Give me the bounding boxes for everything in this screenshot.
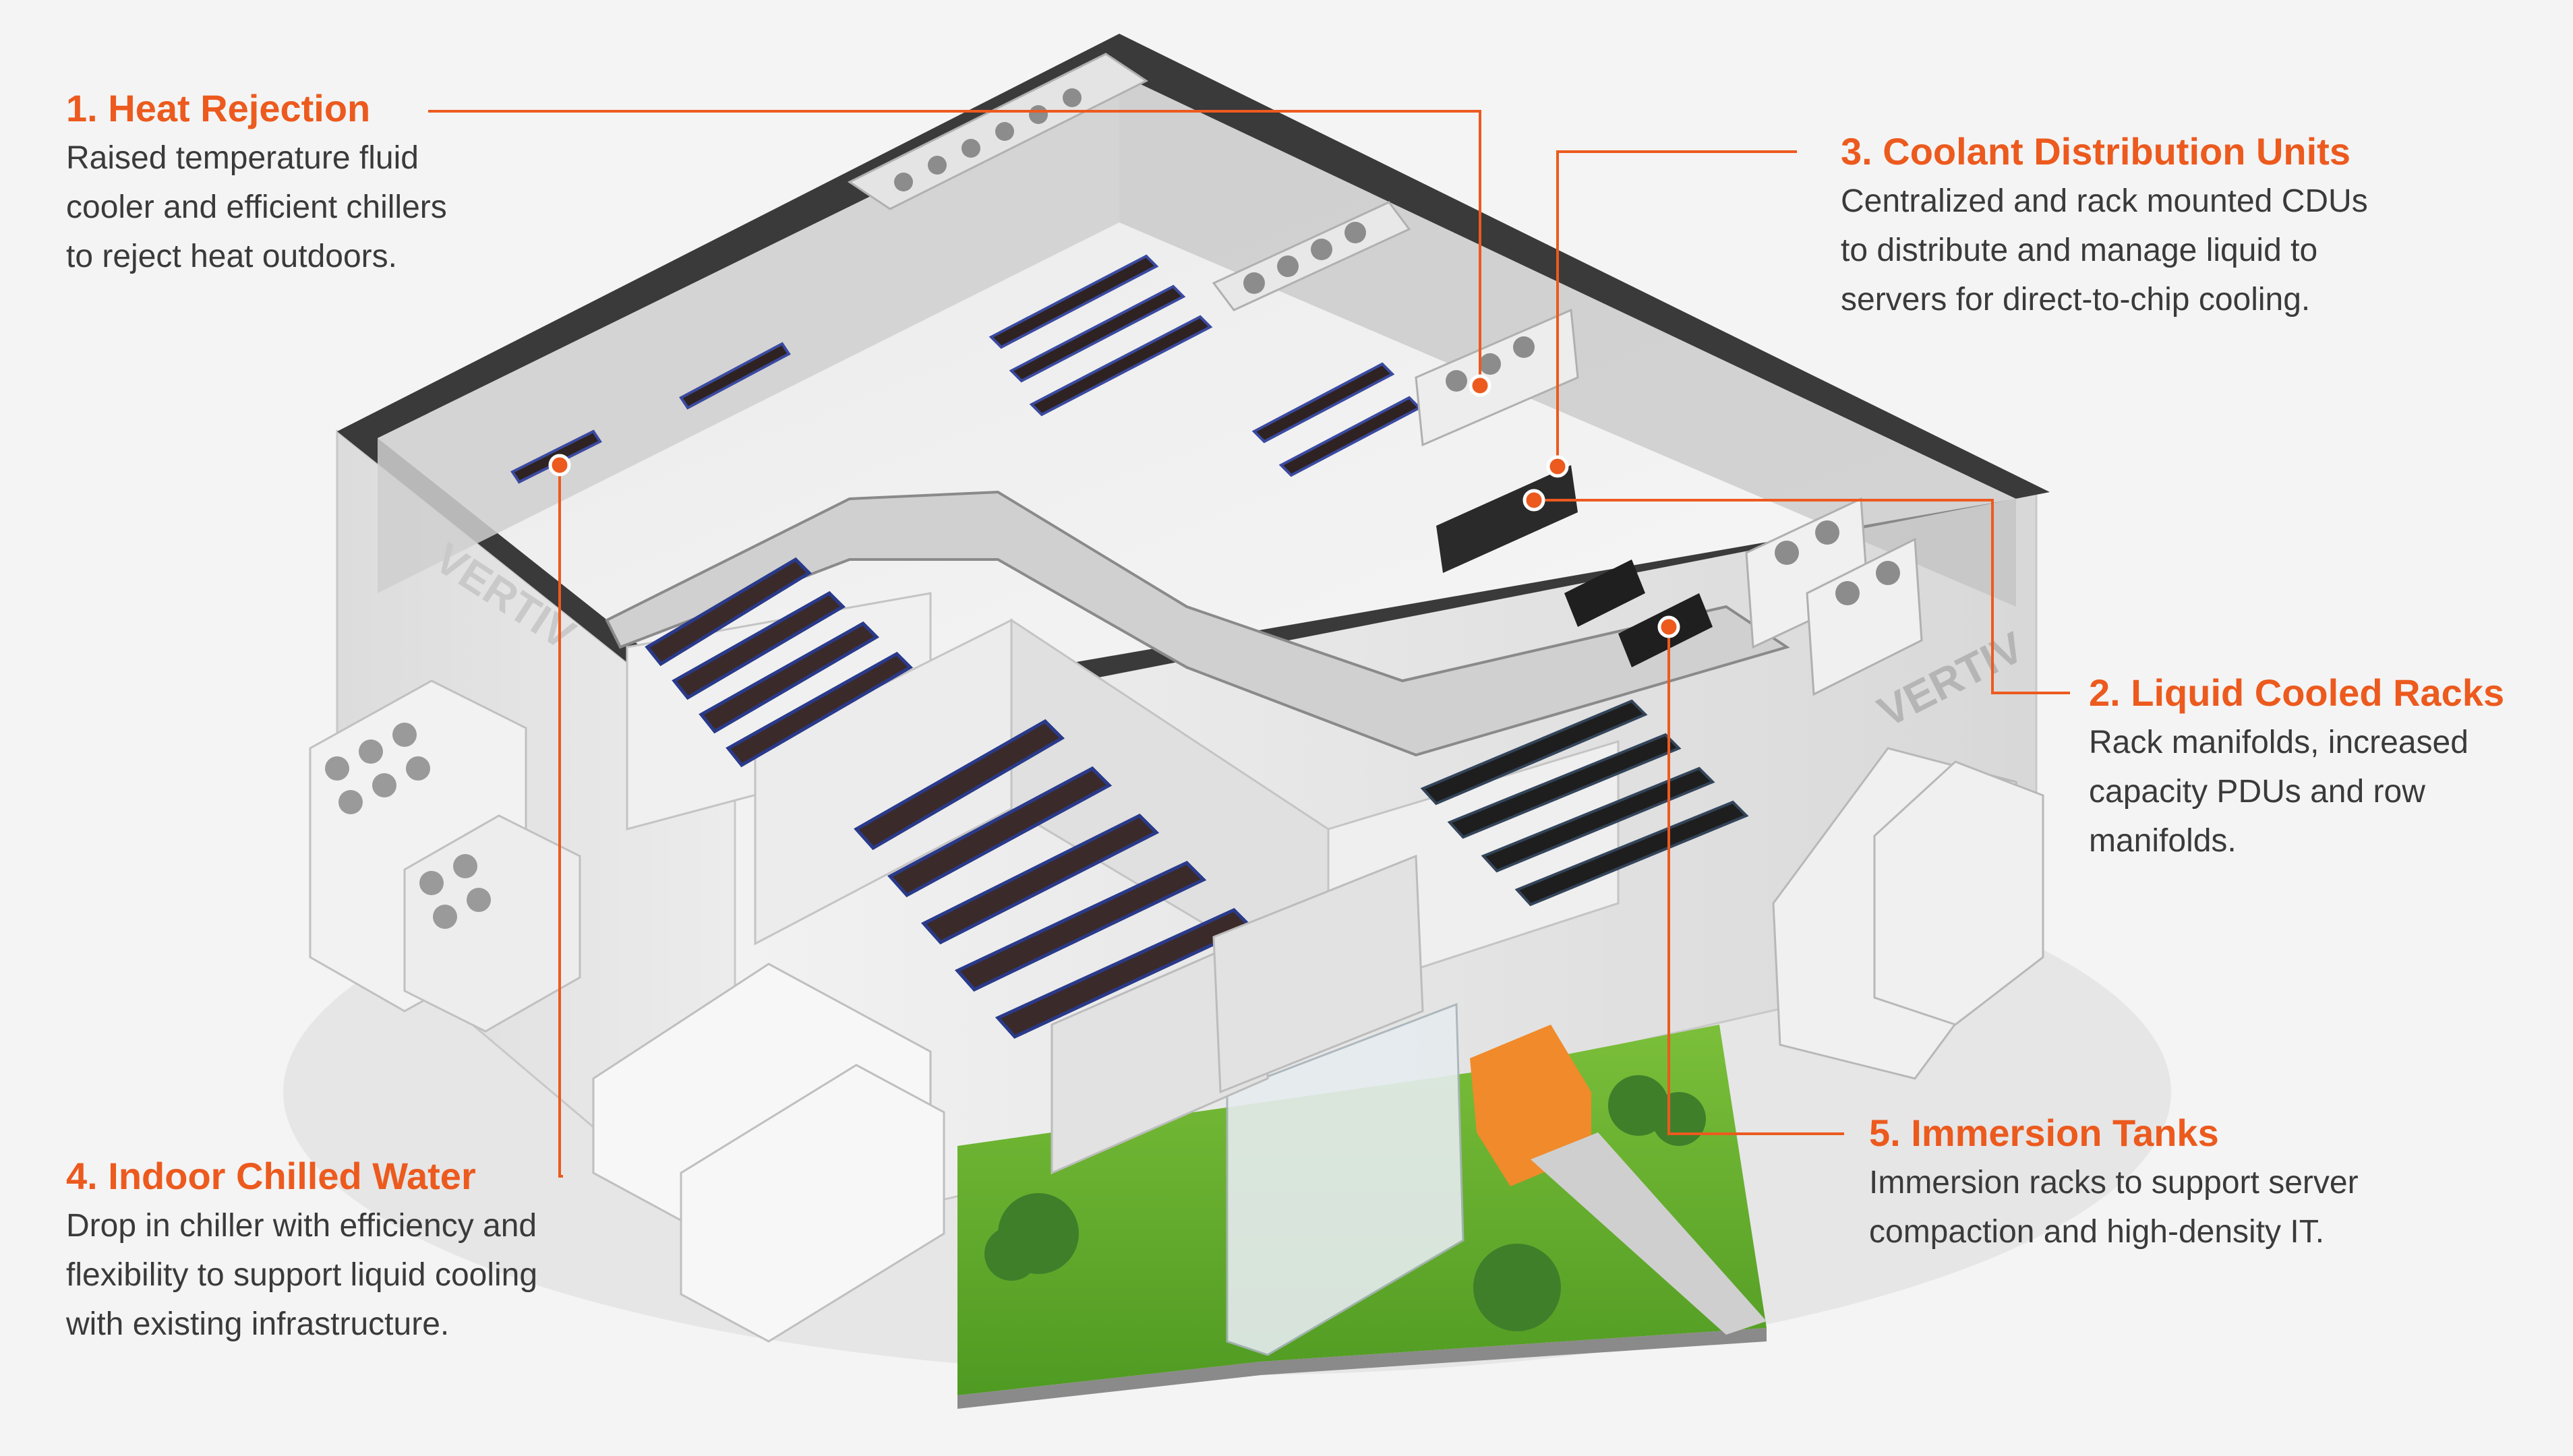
desc-line: to distribute and manage liquid to [1841,233,2318,268]
marker-immersion-tanks [1657,615,1680,638]
entrance-canopy [1470,1025,1591,1186]
desc-line: flexibility to support liquid cooling [66,1257,538,1293]
desc-line: Raised temperature fluid [66,140,419,176]
walkway [1531,1132,1767,1335]
outdoor-units-right [1772,747,2044,1080]
callout-description: Drop in chiller with efficiency and flex… [66,1201,537,1349]
callout-heat-rejection: 1. Heat Rejection Raised temperature flu… [66,86,447,281]
callout-description: Immersion racks to support server compac… [1869,1158,2359,1256]
desc-line: servers for direct-to-chip cooling. [1841,282,2311,317]
callout-title: 1. Heat Rejection [66,87,371,129]
callout-coolant-distribution-units: 3. Coolant Distribution Units Centralize… [1841,129,2368,324]
callout-title: 3. Coolant Distribution Units [1841,130,2350,173]
desc-line: compaction and high-density IT. [1869,1214,2325,1250]
server-rows-left-room [645,557,914,768]
marker-liquid-cooled-racks [1522,489,1545,512]
desc-line: Rack manifolds, increased [2089,725,2468,760]
trees [984,1075,1706,1331]
offices [1051,854,1424,1175]
callout-liquid-cooled-racks: 2. Liquid Cooled Racks Rack manifolds, i… [2089,671,2504,866]
callout-description: Centralized and rack mounted CDUs to dis… [1841,177,2368,324]
server-rows-center-room [854,719,1254,1039]
desc-line: Immersion racks to support server [1869,1165,2359,1201]
server-rows-right-room [1420,699,1749,907]
callout-immersion-tanks: 5. Immersion Tanks Immersion racks to su… [1869,1111,2359,1256]
callout-title: 4. Indoor Chilled Water [66,1155,476,1197]
desc-line: capacity PDUs and row [2089,774,2425,810]
marker-coolant-distribution [1546,455,1569,478]
callout-description: Rack manifolds, increased capacity PDUs … [2089,718,2504,866]
marker-indoor-chilled-water [548,454,571,477]
courtyard-edge [957,1328,1767,1409]
server-rows-upper [510,254,1422,484]
callout-leaders [428,110,2070,1178]
desc-line: cooler and efficient chillers [66,189,447,225]
outdoor-fans-left [325,723,491,929]
marker-heat-rejection [1469,374,1491,397]
mezzanine-ramp [605,490,1790,757]
desc-line: with existing infrastructure. [66,1306,450,1342]
callout-title: 2. Liquid Cooled Racks [2089,671,2505,714]
desc-line: to reject heat outdoors. [66,239,397,274]
desc-line: manifolds. [2089,823,2237,859]
desc-line: Centralized and rack mounted CDUs [1841,183,2368,219]
outdoor-chillers-left [309,679,581,1033]
callout-description: Raised temperature fluid cooler and effi… [66,133,447,281]
callout-indoor-chilled-water: 4. Indoor Chilled Water Drop in chiller … [66,1154,537,1349]
desc-line: Drop in chiller with efficiency and [66,1208,537,1244]
fan-grilles [894,88,1900,605]
callout-title: 5. Immersion Tanks [1869,1112,2219,1154]
modular-containers [592,963,945,1343]
glass-entrance [1226,1002,1465,1356]
